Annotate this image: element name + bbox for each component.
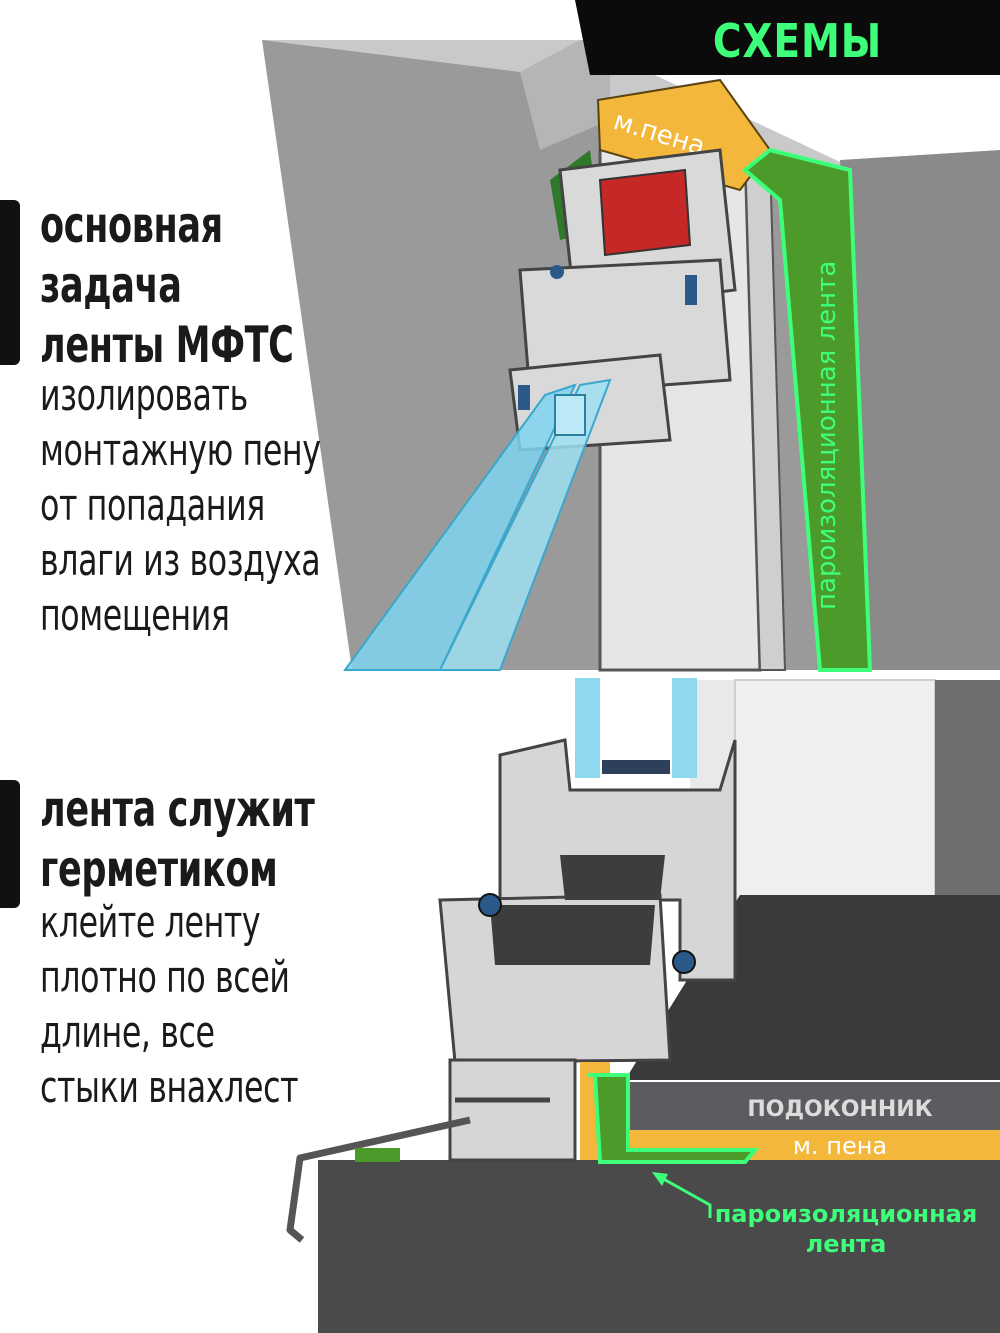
tape-arrow [659, 1175, 712, 1218]
section2-marker [0, 780, 20, 908]
vapor-tape-bottom [588, 1073, 760, 1164]
wall-base [318, 1160, 1000, 1333]
section2-heading-line2: герметиком [40, 840, 278, 898]
section1-body-line2: монтажную пену [40, 425, 321, 476]
gasket-bottom-2 [672, 950, 696, 974]
glass-pane-inner [438, 378, 612, 671]
side-dark [935, 680, 1000, 895]
tape-label-top: пароизоляционная лента [812, 261, 842, 610]
section1-body-line5: помещения [40, 590, 230, 641]
foam-label-bottom: м. пена [793, 1132, 887, 1160]
section1-heading-line3: ленты МФТС [40, 316, 294, 374]
section1-marker [0, 200, 20, 365]
sill-label: ПОДОКОННИК [747, 1097, 932, 1122]
glass-pane-bottom-a [575, 678, 600, 778]
section1-heading-line2: задача [40, 256, 182, 314]
drip-sill [286, 1116, 471, 1243]
reveal-face [520, 40, 610, 150]
section2-heading-line1: лента служит [40, 780, 315, 838]
section1-body-line1: изолировать [40, 370, 248, 421]
seal-circle-1 [550, 265, 564, 279]
header-title: СХЕМЫ [712, 14, 882, 68]
tape-label-bottom-2: лента [806, 1230, 887, 1258]
seal-2 [518, 385, 530, 410]
section2-body-line2: плотно по всей [40, 952, 290, 1003]
glass-spacer [554, 394, 586, 436]
glass-pane-bottom-b [672, 678, 697, 778]
section1-body-line4: влаги из воздуха [40, 535, 321, 586]
top-diagram: м.пена пароизоляционная лента [262, 0, 1000, 672]
section2-body-line1: клейте ленту [40, 897, 261, 948]
profile-dark-chambers [490, 855, 665, 965]
header-banner [575, 0, 1000, 75]
section1-body-line3: от попадания [40, 480, 265, 531]
section1-heading-line1: основная [40, 196, 223, 254]
bottom-diagram: ПОДОКОННИК м. пена пароизоляционная лент… [286, 678, 1000, 1333]
vapor-tape-top [741, 147, 873, 672]
glass-spacer-bottom [602, 760, 670, 774]
gasket-bottom-1 [478, 893, 502, 917]
section2-body-line3: длине, все [40, 1007, 215, 1058]
wall-right-face [840, 150, 1000, 670]
tape-label-bottom-1: пароизоляционная [715, 1200, 978, 1228]
red-insert [598, 168, 692, 257]
section2-body-line4: стыки внахлест [40, 1062, 299, 1113]
tape-green-small [355, 1148, 400, 1162]
sill-board [628, 1082, 1000, 1130]
tape-arrow-head [652, 1172, 668, 1186]
seal-1 [685, 275, 697, 305]
